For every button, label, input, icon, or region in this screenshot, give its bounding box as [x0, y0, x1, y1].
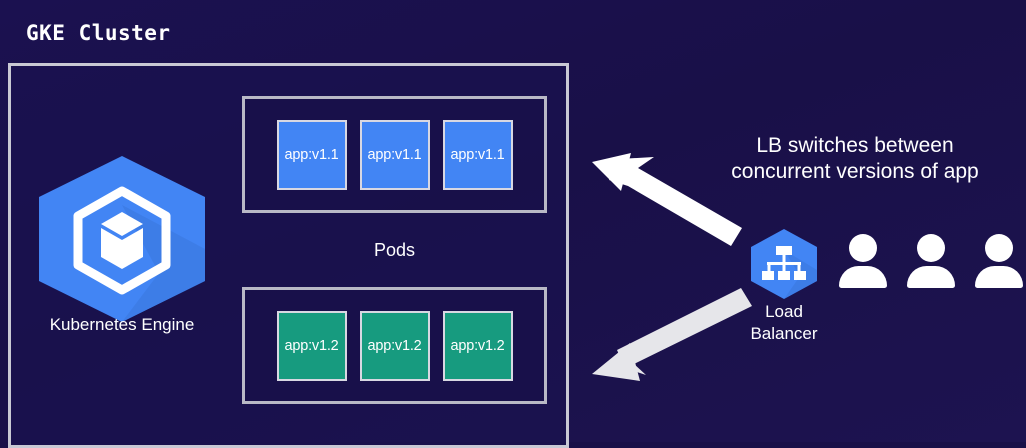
pod-row: app:v1.1 app:v1.1 app:v1.1 — [245, 99, 544, 210]
pods-label: Pods — [373, 240, 416, 260]
users-group — [837, 234, 1025, 288]
kubernetes-engine-hexagon-icon — [33, 153, 211, 325]
user-icon-2 — [905, 234, 957, 288]
user-body — [975, 266, 1023, 288]
user-body — [907, 266, 955, 288]
page-title: GKE Cluster — [26, 21, 171, 45]
user-icon-1 — [837, 234, 889, 288]
pod-v11-1[interactable]: app:v1.1 — [276, 119, 347, 190]
user-head — [985, 234, 1013, 262]
pod-v12-3[interactable]: app:v1.2 — [442, 310, 513, 381]
user-head — [917, 234, 945, 262]
lb-annotation-line2: concurrent versions of app — [731, 160, 979, 183]
pod-v11-2[interactable]: app:v1.1 — [359, 119, 430, 190]
load-balancer-caption-line1: Load — [765, 302, 803, 321]
lb-annotation: LB switches between concurrent versions … — [690, 133, 1020, 185]
user-head — [849, 234, 877, 262]
lb-annotation-line1: LB switches between — [756, 134, 954, 157]
pod-v11-3[interactable]: app:v1.1 — [442, 119, 513, 190]
gke-cluster-box: app:v1.1 app:v1.1 app:v1.1 Pods app:v1.2… — [8, 63, 569, 448]
load-balancer-hexagon-icon — [748, 228, 820, 300]
user-icon-3 — [973, 234, 1025, 288]
pod-v12-2[interactable]: app:v1.2 — [359, 310, 430, 381]
pod-v12-1[interactable]: app:v1.2 — [276, 310, 347, 381]
pod-group-v11: app:v1.1 app:v1.1 app:v1.1 — [242, 96, 547, 213]
user-body — [839, 266, 887, 288]
load-balancer-caption: Load Balancer — [728, 301, 840, 345]
pod-row: app:v1.2 app:v1.2 app:v1.2 — [245, 290, 544, 401]
load-balancer-caption-line2: Balancer — [750, 324, 818, 343]
kubernetes-engine-caption: Kubernetes Engine — [49, 315, 195, 334]
pod-group-v12: app:v1.2 app:v1.2 app:v1.2 — [242, 287, 547, 404]
